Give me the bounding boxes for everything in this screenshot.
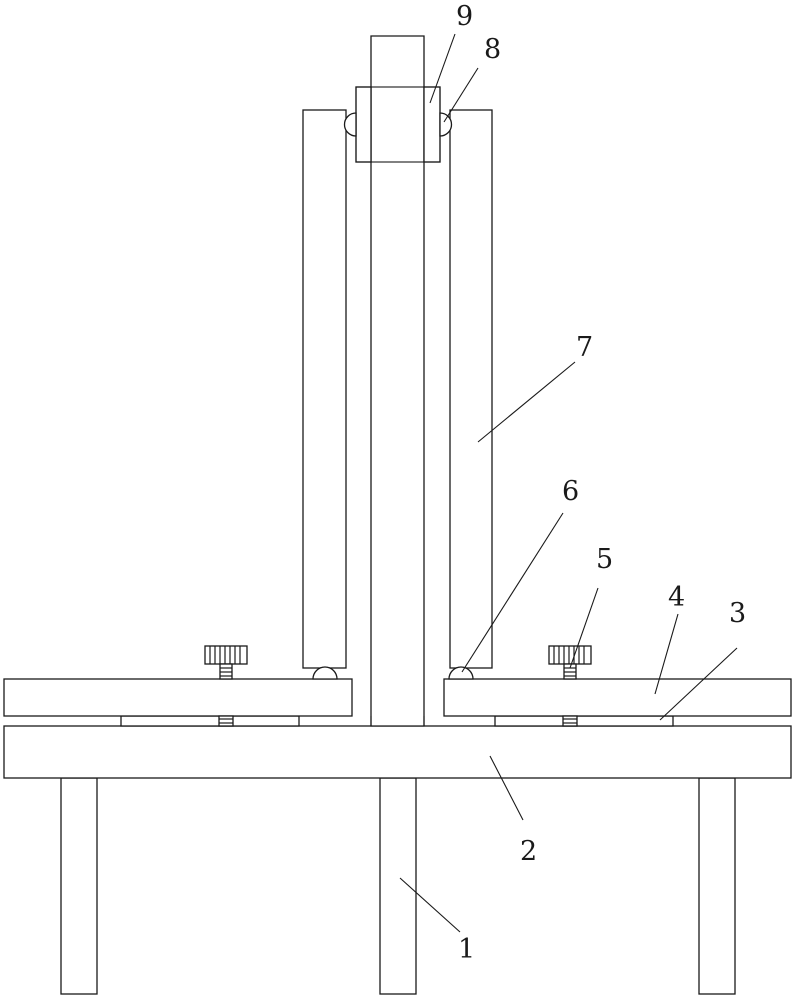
leader-5 bbox=[569, 587, 599, 669]
clamp-plate-left bbox=[3, 678, 353, 717]
leader-7 bbox=[477, 361, 576, 443]
column-fillet-right bbox=[423, 716, 444, 727]
leader-2 bbox=[489, 755, 524, 821]
callout-8: 8 bbox=[484, 34, 501, 65]
callout-2: 2 bbox=[520, 836, 537, 867]
leader-1 bbox=[399, 877, 461, 933]
adjusting-knob-right bbox=[548, 645, 592, 727]
top-roller-left bbox=[343, 112, 357, 137]
bottom-roller-right bbox=[448, 666, 474, 680]
leg-center bbox=[379, 777, 417, 995]
central-column bbox=[370, 35, 425, 727]
callout-3: 3 bbox=[729, 598, 746, 629]
callout-4: 4 bbox=[668, 582, 685, 613]
callout-5: 5 bbox=[596, 544, 613, 575]
base-plate bbox=[3, 725, 792, 779]
callout-6: 6 bbox=[562, 476, 579, 507]
column-fillet-left bbox=[352, 716, 372, 727]
top-roller-right bbox=[439, 112, 453, 137]
clamp-plate-right bbox=[443, 678, 792, 717]
leader-8 bbox=[443, 67, 479, 123]
leader-6 bbox=[461, 512, 564, 673]
top-bracket-left bbox=[355, 86, 372, 163]
side-plate-left bbox=[302, 109, 347, 669]
leader-9 bbox=[429, 33, 456, 104]
side-plate-right bbox=[449, 109, 493, 669]
leader-4 bbox=[654, 613, 679, 695]
callout-7: 7 bbox=[576, 332, 593, 363]
leg-right bbox=[698, 777, 736, 995]
slide-rail-left bbox=[120, 715, 300, 727]
leader-3 bbox=[659, 647, 738, 721]
leg-left bbox=[60, 777, 98, 995]
adjusting-knob-left bbox=[204, 645, 248, 727]
callout-1: 1 bbox=[458, 934, 475, 965]
slide-rail-right bbox=[494, 715, 674, 727]
callout-9: 9 bbox=[456, 1, 473, 32]
bottom-roller-left bbox=[312, 666, 338, 680]
